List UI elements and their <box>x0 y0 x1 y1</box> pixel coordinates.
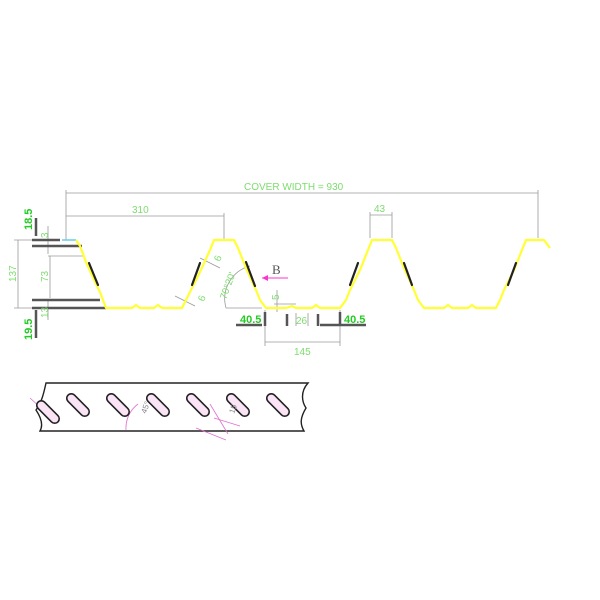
top-offset-label: 3 <box>40 232 51 238</box>
rib-depth-label: 5 <box>271 294 282 300</box>
section-label: B <box>272 262 281 277</box>
web-angle-label: 70°20' <box>218 271 238 301</box>
pitch-label: 310 <box>132 205 149 216</box>
emboss-upper-label: 6 <box>212 254 224 263</box>
top-flange-label: 43 <box>374 204 386 215</box>
bottom-side-left-label: 40.5 <box>240 314 261 326</box>
lap-bars <box>32 218 366 338</box>
embossments <box>87 260 518 288</box>
cover-width-label: COVER WIDTH = 930 <box>244 182 344 193</box>
bottom-side-right-label: 40.5 <box>344 314 365 326</box>
bottom-offset-label: 13 <box>40 306 51 318</box>
section-arrow-b <box>262 275 288 281</box>
web-height-label: 73 <box>40 270 51 282</box>
emboss-lower-label: 6 <box>196 294 208 303</box>
slot-angle-label: 45° <box>139 400 152 414</box>
top-lap-label: 18.5 <box>23 209 35 230</box>
slot-width-label: 15 <box>227 403 239 415</box>
bottom-lap-label: 19.5 <box>23 319 35 340</box>
emboss-detail-strip: 45° 15 <box>29 382 310 441</box>
total-height-label: 137 <box>8 265 19 282</box>
deck-profile <box>75 238 551 310</box>
bottom-flange-label: 145 <box>294 347 311 358</box>
rib-width-label: 26 <box>296 316 308 327</box>
